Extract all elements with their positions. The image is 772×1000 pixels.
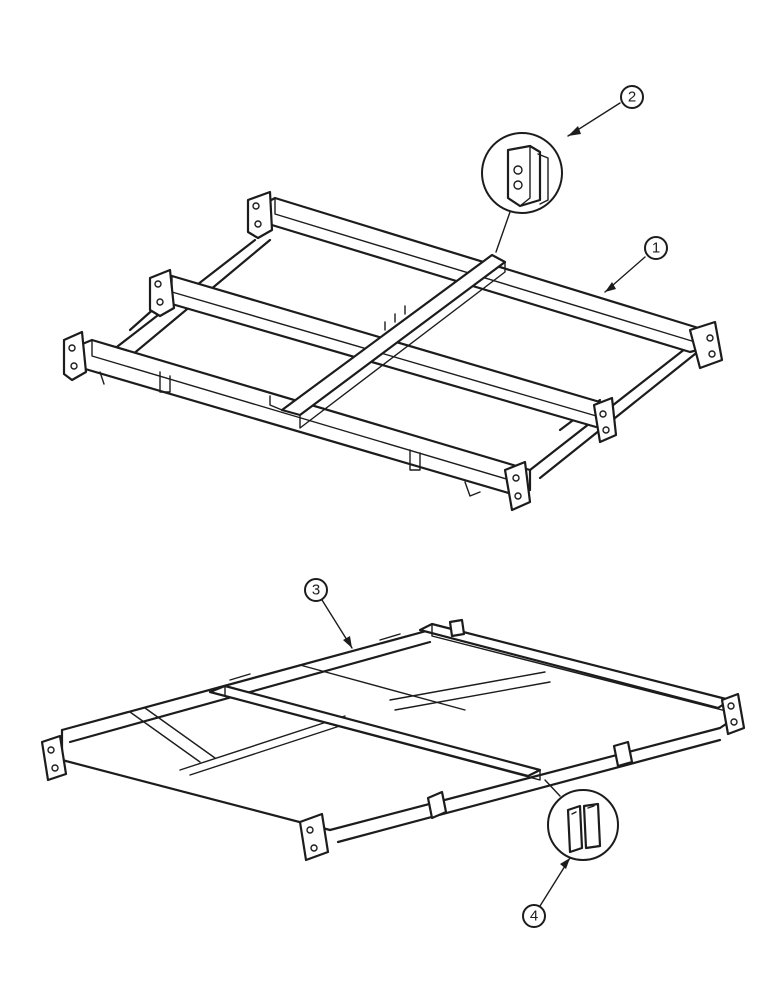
detail-view-4: [544, 779, 619, 861]
callout-label-1: 1: [652, 240, 660, 257]
lower-long-beam: [208, 684, 542, 781]
callout-4-group: 4: [522, 857, 571, 928]
callout-3-group: 3: [304, 578, 353, 649]
upper-front-beam: [62, 330, 532, 512]
lower-mounting-feet: [40, 692, 746, 862]
upper-centre-stringer: [269, 253, 507, 429]
callout-label-3: 3: [312, 582, 320, 599]
lower-frame-assembly: [40, 618, 746, 862]
callout-label-2: 2: [628, 89, 636, 106]
callout-label-4: 4: [530, 908, 538, 925]
lower-back-rail: [418, 618, 732, 713]
callout-2-group: 2: [567, 85, 644, 137]
upper-frame-assembly: [62, 190, 724, 512]
callout-1-group: 1: [604, 236, 668, 293]
detail-view-2: [481, 132, 563, 253]
